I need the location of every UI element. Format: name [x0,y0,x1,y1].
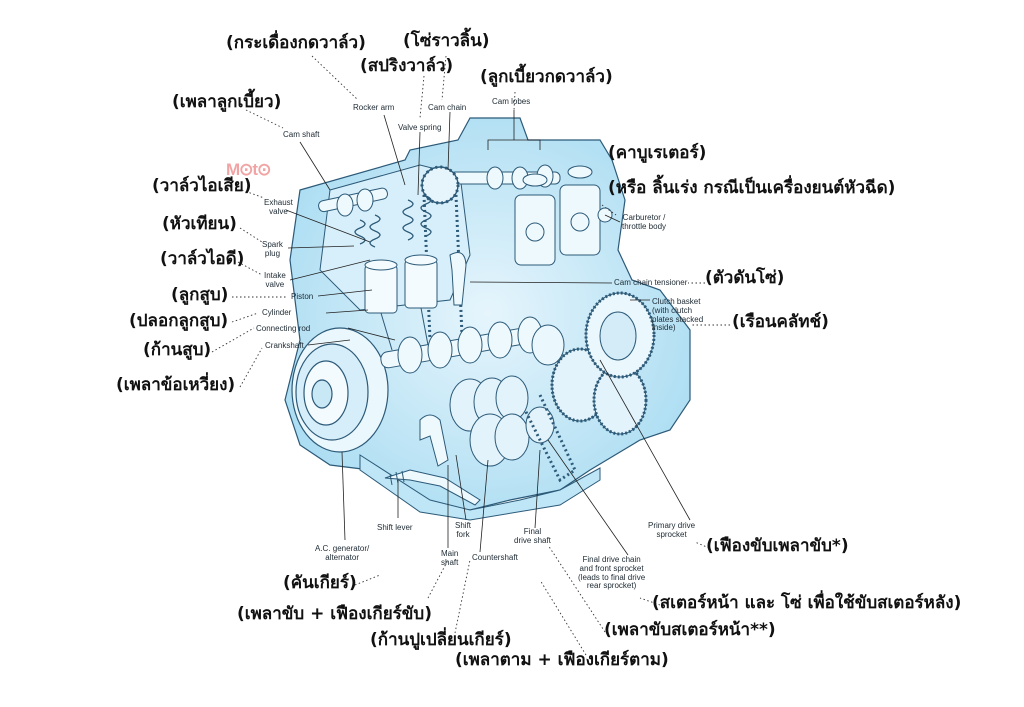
label-th-carburetor-note: (หรือ ลิ้นเร่ง กรณีเป็นเครื่องยนต์หัวฉีด… [608,180,895,197]
label-en-cam-chain: Cam chain [428,104,466,113]
label-en-ac-generator: A.C. generator/alternator [315,545,369,563]
label-en-cam-chain-tensioner: Cam chain tensioner [614,279,687,288]
label-th-final-shaft: (เพลาขับสเตอร์หน้า**) [604,622,776,639]
label-th-shift-lever: (คันเกียร์) [283,575,357,592]
label-en-cam-shaft: Cam shaft [283,131,319,140]
label-th-cam-lobes: (ลูกเบี้ยวกดวาล์ว) [480,69,613,86]
label-th-cam-shaft: (เพลาลูกเบี้ยว) [172,94,281,111]
label-th-rocker-arm: (กระเดื่องกดวาล์ว) [226,35,366,52]
label-th-carburetor: (คาบูเรเตอร์) [608,145,706,162]
label-en-piston: Piston [291,293,313,302]
label-en-carburetor: Carburetor /throttle body [622,214,666,232]
alternator [292,328,388,452]
label-th-cylinder: (ปลอกลูกสูบ) [129,313,228,330]
label-en-crankshaft: Crankshaft [265,342,304,351]
label-th-clutch-basket: (เรือนคลัทช์) [732,314,829,331]
label-en-cylinder: Cylinder [262,309,291,318]
label-th-piston: (ลูกสูบ) [171,287,228,304]
label-th-countershaft: (เพลาตาม + เฟืองเกียร์ตาม) [455,652,669,669]
label-en-connecting-rod: Connecting rod [256,325,310,334]
label-th-intake-valve: (วาล์วไอดี) [160,251,244,268]
label-en-rocker-arm: Rocker arm [353,104,394,113]
label-en-countershaft: Countershaft [472,554,518,563]
label-th-final-chain: (สเตอร์หน้า และ โซ่ เพื่อใช้ขับสเตอร์หลั… [652,595,961,612]
label-th-crankshaft: (เพลาข้อเหวี่ยง) [116,377,235,394]
label-en-shift-lever: Shift lever [377,524,413,533]
label-th-valve-spring: (สปริงวาล์ว) [360,58,453,75]
label-th-exhaust-valve: (วาล์วไอเสีย) [152,178,252,195]
label-en-valve-spring: Valve spring [398,124,441,133]
label-th-cam-chain-tensioner: (ตัวดันโซ่) [705,270,784,287]
label-th-main-shaft: (เพลาขับ + เฟืองเกียร์ขับ) [237,606,432,623]
label-th-cam-chain: (โซ่ราวลิ้น) [403,33,489,50]
label-th-connecting-rod: (ก้านสูบ) [143,342,211,359]
label-th-shift-fork: (ก้านปูเปลี่ยนเกียร์) [370,632,512,649]
label-th-spark-plug: (หัวเทียน) [162,216,237,233]
label-th-primary-drive: (เฟืองขับเพลาขับ*) [706,538,849,555]
label-en-cam-lobes: Cam lobes [492,98,530,107]
